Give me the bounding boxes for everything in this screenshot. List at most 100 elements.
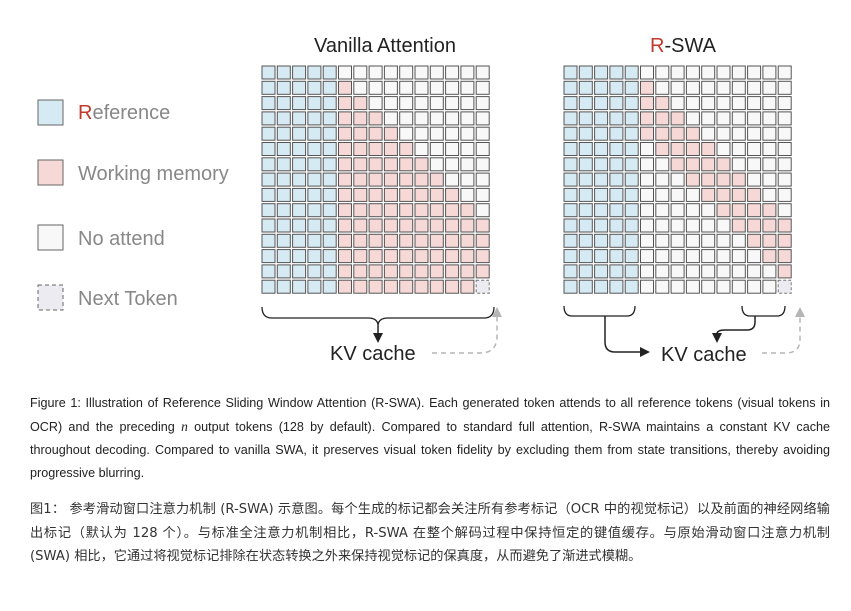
attention-cell-reference — [578, 96, 593, 111]
attention-cell-reference — [624, 142, 639, 156]
attention-cell-noattend — [475, 65, 490, 80]
attention-cell-working — [338, 157, 352, 172]
attention-cell-reference — [624, 111, 639, 126]
attention-cell-reference — [322, 218, 337, 233]
attention-cell-reference — [578, 65, 593, 80]
attention-cell-working — [353, 218, 368, 233]
attention-cell-reference — [322, 126, 337, 141]
attention-cell-reference — [578, 203, 593, 218]
attention-cell-working — [383, 233, 398, 248]
attention-cell-reference — [307, 279, 322, 294]
attention-cell-working — [731, 187, 746, 202]
attention-cell-reference — [276, 218, 291, 233]
attention-cell-working — [445, 264, 460, 279]
attention-cell-reference — [276, 249, 291, 264]
next-token-arrow-rswa — [762, 307, 805, 354]
attention-cell-reference — [563, 111, 578, 126]
attention-cell-working — [475, 233, 490, 248]
attention-cell-working — [429, 233, 444, 248]
attention-cell-working — [685, 172, 700, 187]
attention-cell-working — [368, 142, 383, 156]
attention-cell-working — [445, 203, 460, 218]
attention-cell-working — [445, 218, 460, 233]
attention-cell-noattend — [414, 65, 429, 80]
attention-cell-noattend — [460, 111, 475, 126]
attention-cell-reference — [276, 187, 291, 202]
attention-cell-reference — [261, 126, 276, 141]
attention-cell-noattend — [762, 111, 777, 126]
attention-cell-reference — [261, 249, 276, 264]
attention-cell-working — [399, 157, 414, 172]
attention-cell-noattend — [414, 111, 429, 126]
attention-cell-working — [399, 142, 414, 156]
attention-cell-reference — [578, 218, 593, 233]
attention-cell-noattend — [731, 80, 746, 95]
attention-cell-working — [368, 203, 383, 218]
attention-cell-noattend — [414, 142, 429, 156]
attention-cell-noattend — [460, 187, 475, 202]
attention-cell-noattend — [414, 96, 429, 111]
attention-cell-reference — [594, 96, 609, 111]
attention-cell-working — [338, 249, 352, 264]
legend-swatch-noattend — [37, 224, 64, 251]
attention-cell-noattend — [731, 65, 746, 80]
attention-cell-noattend — [701, 233, 716, 248]
attention-cell-working — [460, 264, 475, 279]
attention-cell-noattend — [731, 111, 746, 126]
attention-cell-reference — [292, 218, 307, 233]
attention-cell-working — [368, 126, 383, 141]
attention-cell-reference — [594, 279, 609, 294]
attention-cell-working — [685, 157, 700, 172]
attention-cell-reference — [609, 126, 624, 141]
attention-cell-noattend — [460, 80, 475, 95]
attention-cell-noattend — [747, 142, 762, 156]
attention-cell-noattend — [762, 142, 777, 156]
attention-cell-reference — [594, 80, 609, 95]
attention-cell-noattend — [701, 65, 716, 80]
attention-cell-noattend — [475, 142, 490, 156]
attention-cell-working — [353, 172, 368, 187]
attention-cell-noattend — [716, 218, 731, 233]
attention-cell-noattend — [640, 249, 654, 264]
attention-cell-working — [368, 111, 383, 126]
attention-cell-reference — [292, 172, 307, 187]
attention-cell-reference — [594, 187, 609, 202]
attention-cell-reference — [563, 96, 578, 111]
attention-cell-reference — [261, 264, 276, 279]
attention-cell-reference — [563, 203, 578, 218]
figure: Reference Working memory No attend Next … — [37, 35, 805, 366]
attention-cell-noattend — [716, 279, 731, 294]
attention-cell-reference — [624, 264, 639, 279]
attention-cell-noattend — [655, 172, 670, 187]
attention-cell-working — [353, 142, 368, 156]
attention-cell-working — [640, 80, 654, 95]
attention-cell-reference — [594, 233, 609, 248]
attention-cell-reference — [624, 157, 639, 172]
next-token-arrow-vanilla — [432, 307, 502, 354]
attention-cell-noattend — [747, 279, 762, 294]
attention-cell-noattend — [747, 157, 762, 172]
attention-cell-noattend — [655, 80, 670, 95]
attention-cell-working — [460, 203, 475, 218]
attention-cell-reference — [624, 233, 639, 248]
attention-cell-reference — [594, 111, 609, 126]
attention-cell-noattend — [429, 142, 444, 156]
attention-cell-working — [429, 279, 444, 294]
attention-cell-reference — [261, 279, 276, 294]
attention-cell-reference — [609, 279, 624, 294]
attention-cell-noattend — [777, 187, 792, 202]
attention-cell-reference — [563, 80, 578, 95]
attention-cell-reference — [276, 233, 291, 248]
attention-cell-working — [685, 126, 700, 141]
attention-cell-reference — [276, 96, 291, 111]
attention-cell-working — [655, 142, 670, 156]
attention-cell-reference — [624, 65, 639, 80]
attention-cell-working — [460, 218, 475, 233]
attention-cell-working — [338, 279, 352, 294]
attention-cell-noattend — [399, 96, 414, 111]
attention-cell-working — [368, 233, 383, 248]
attention-cell-noattend — [460, 142, 475, 156]
attention-cell-working — [701, 157, 716, 172]
attention-cell-reference — [578, 142, 593, 156]
kv-label-rswa: KV cache — [661, 344, 747, 366]
